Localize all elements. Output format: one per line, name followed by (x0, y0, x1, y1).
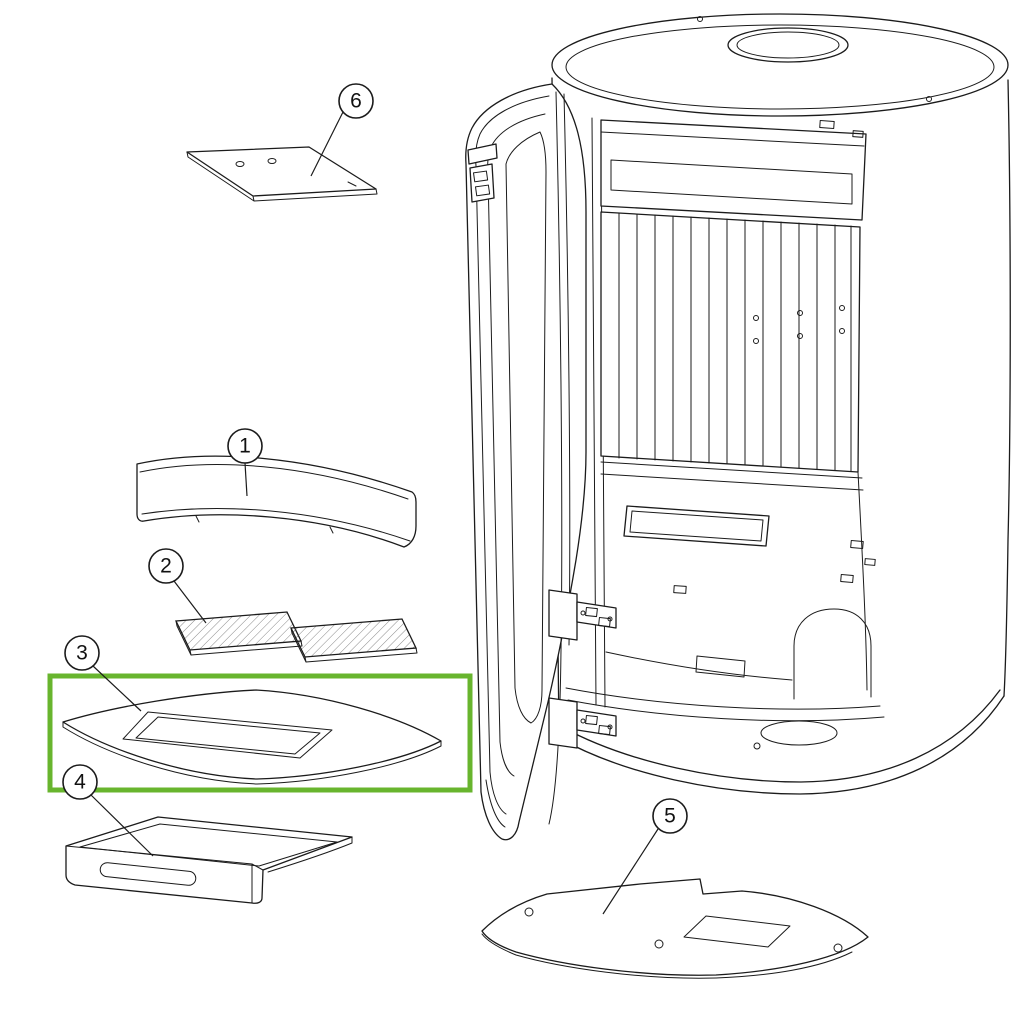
callout-1[interactable]: 1 (227, 428, 263, 497)
callout-5[interactable]: 5 (602, 798, 688, 915)
panel-flutes (618, 212, 852, 472)
stove-interior (565, 117, 885, 750)
part-front-plate (136, 455, 417, 548)
interior-plate (695, 655, 746, 678)
stove-body (551, 13, 1011, 795)
top-screw (926, 96, 932, 102)
selected-part-highlight[interactable] (47, 673, 473, 793)
part-baffle-plate (186, 146, 378, 202)
interior-shelf (600, 461, 864, 491)
flue-opening (727, 27, 849, 63)
callouts: 6 1 2 3 4 5 (62, 83, 688, 915)
interior-top-band (600, 119, 867, 221)
top-plate (551, 13, 1009, 117)
ash-pan-handle (99, 862, 197, 886)
hinge-top (548, 589, 617, 641)
door-glass (505, 131, 547, 724)
floor-hole (760, 720, 838, 746)
callout-3[interactable]: 3 (64, 635, 142, 712)
callout-6-label: 6 (350, 90, 362, 113)
part-bottom-grate-frame (62, 689, 442, 785)
wall-fittings (673, 120, 876, 594)
part-ash-pan (65, 816, 353, 904)
callout-6[interactable]: 6 (310, 83, 374, 177)
body-bottom (558, 695, 1005, 795)
floor-back-edge (605, 651, 793, 681)
callout-4[interactable]: 4 (62, 764, 154, 857)
callout-2[interactable]: 2 (148, 548, 207, 624)
callout-4-label: 4 (74, 771, 86, 794)
door-latch (467, 143, 498, 203)
callout-2-label: 2 (160, 555, 172, 578)
part-burn-plates (175, 611, 418, 663)
panel-bolt-holes (753, 305, 845, 344)
callout-5-label: 5 (664, 805, 676, 828)
door-slab (465, 83, 587, 841)
secondary-air-opening (623, 505, 770, 547)
callout-1-label: 1 (239, 435, 251, 458)
top-screw (697, 16, 703, 22)
door-hinge-edge (548, 91, 571, 825)
stove-door (465, 83, 587, 841)
callout-3-label: 3 (76, 642, 88, 665)
floor-front-lip (565, 687, 885, 722)
body-right-wall (1003, 79, 1011, 697)
fluted-back-panel (600, 211, 861, 473)
interior-arch (793, 608, 872, 700)
part-floor-heat-shield (481, 878, 869, 979)
hinge-bottom (548, 697, 617, 749)
